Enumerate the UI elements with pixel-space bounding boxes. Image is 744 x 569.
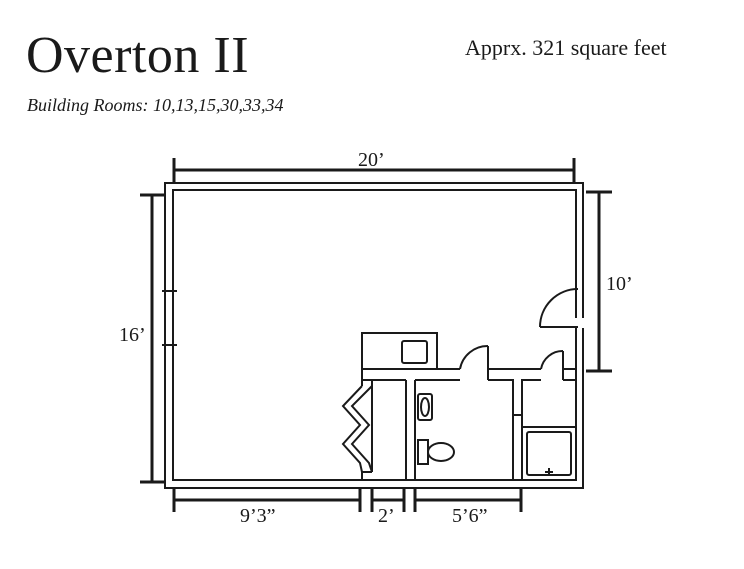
closet-bifold-door: [341, 385, 373, 473]
storage-door: [540, 349, 564, 380]
kitchen-counter: [361, 332, 438, 370]
dimension-right-height-label: 10’: [606, 273, 633, 295]
dimension-left-height: [140, 193, 164, 484]
bathroom-sink: [417, 393, 433, 421]
interior-walls: [361, 368, 576, 480]
dimension-bottom-left-label: 9’3”: [240, 505, 276, 527]
toilet: [417, 439, 455, 465]
dimension-left-height-label: 16’: [119, 324, 146, 346]
shower: [521, 426, 577, 481]
entry-door: [539, 288, 579, 328]
page-title: Overton II: [26, 27, 250, 84]
bathroom-door: [459, 344, 489, 380]
square-footage-label: Apprx. 321 square feet: [465, 35, 667, 60]
dimension-right-height: [586, 190, 612, 373]
dimension-top-width-label: 20’: [358, 149, 385, 171]
building-rooms-subtitle: Building Rooms: 10,13,15,30,33,34: [27, 95, 284, 115]
dimension-bottom-middle-label: 2’: [378, 505, 395, 527]
dimension-bottom: [172, 489, 523, 512]
dimension-top-width: [172, 158, 576, 182]
dimension-bottom-right-label: 5’6”: [452, 505, 488, 527]
